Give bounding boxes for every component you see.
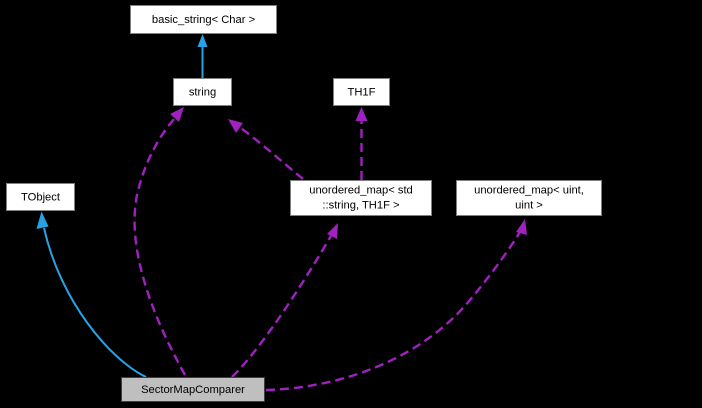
usage-arrowhead bbox=[327, 223, 338, 239]
node-basic-string[interactable]: basic_string< Char > bbox=[130, 5, 277, 34]
node-unordered-map-uint-uint[interactable]: unordered_map< uint, uint > bbox=[456, 180, 602, 216]
edge-sectormapcomparer-to-umap-string-th1f bbox=[231, 223, 338, 378]
usage-arrowhead bbox=[355, 107, 368, 121]
node-box bbox=[6, 183, 75, 211]
edge-line bbox=[133, 117, 187, 376]
node-box bbox=[290, 180, 432, 216]
usage-arrowhead bbox=[170, 107, 184, 122]
node-label-unordered-map-uint-uint-line2: uint > bbox=[515, 199, 543, 211]
node-box bbox=[173, 78, 232, 106]
edge-umap-string-th1f-to-th1f bbox=[355, 107, 368, 180]
node-label-string: string bbox=[189, 86, 216, 98]
usage-arrowhead bbox=[228, 119, 243, 133]
inheritance-arrowhead bbox=[197, 34, 208, 47]
edge-line bbox=[265, 231, 522, 392]
node-box bbox=[121, 377, 265, 402]
node-tobject[interactable]: TObject bbox=[6, 183, 75, 211]
edge-sectormapcomparer-to-umap-uint-uint bbox=[265, 219, 527, 392]
node-sectormapcomparer[interactable]: SectorMapComparer bbox=[121, 377, 265, 402]
node-label-unordered-map-uint-uint-line1: unordered_map< uint, bbox=[474, 184, 584, 196]
node-string[interactable]: string bbox=[173, 78, 232, 106]
node-unordered-map-string-th1f[interactable]: unordered_map< std ::string, TH1F > bbox=[290, 180, 432, 216]
edge-sectormapcomparer-to-tobject bbox=[36, 211, 147, 378]
node-label-unordered-map-string-th1f-line1: unordered_map< std bbox=[309, 184, 413, 196]
edge-sectormapcomparer-to-string bbox=[133, 107, 187, 376]
edge-umap-string-th1f-to-string bbox=[228, 119, 304, 180]
node-label-unordered-map-string-th1f-line2: ::string, TH1F > bbox=[322, 199, 399, 211]
edge-line bbox=[237, 125, 304, 180]
node-box bbox=[333, 78, 390, 106]
node-label-th1f: TH1F bbox=[348, 86, 376, 98]
usage-arrowhead bbox=[516, 219, 527, 235]
node-label-basic-string: basic_string< Char > bbox=[152, 14, 255, 26]
node-label-tobject: TObject bbox=[21, 191, 61, 203]
node-box bbox=[456, 180, 602, 216]
edge-string-to-basic-string bbox=[197, 34, 208, 78]
node-label-sectormapcomparer: SectorMapComparer bbox=[141, 384, 245, 396]
edge-line bbox=[231, 235, 333, 378]
node-box bbox=[130, 5, 277, 34]
edge-line bbox=[43, 227, 147, 378]
node-th1f[interactable]: TH1F bbox=[333, 78, 390, 106]
inheritance-arrowhead bbox=[36, 211, 49, 229]
